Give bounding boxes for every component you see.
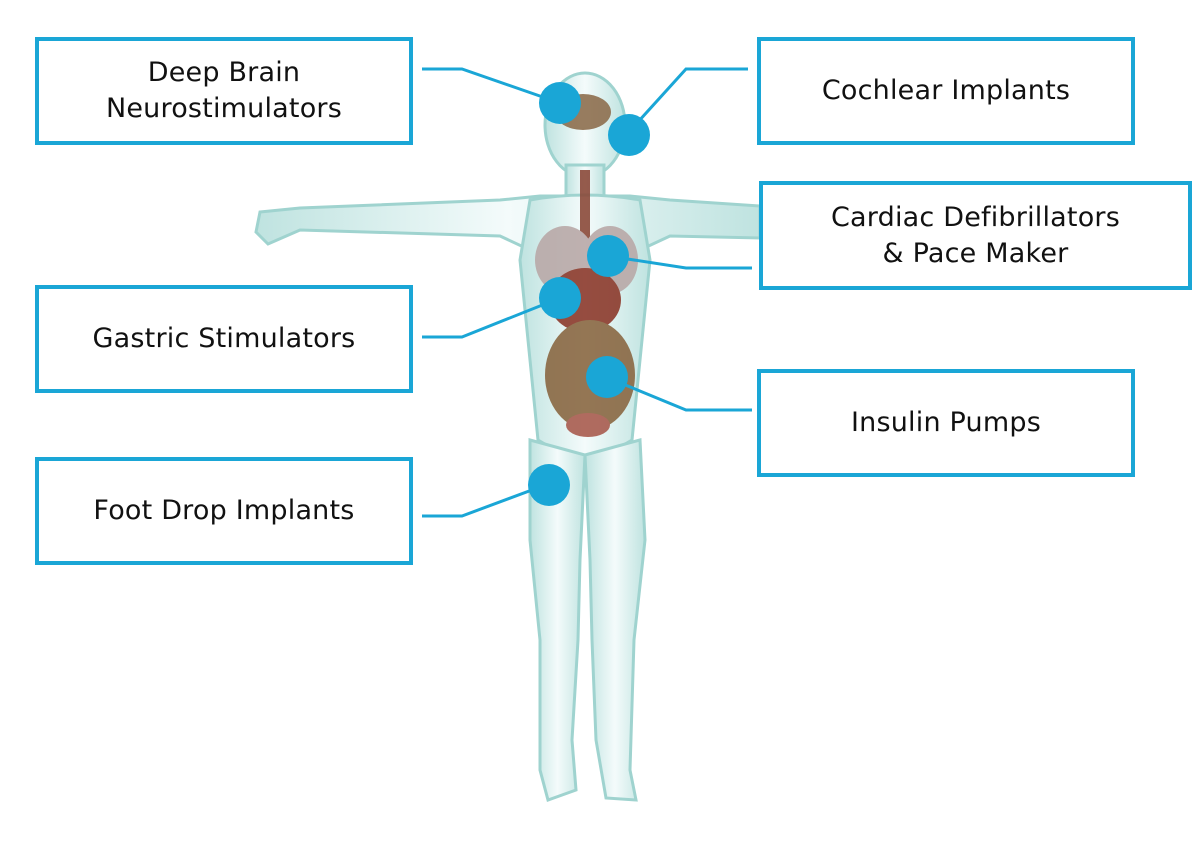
body-silhouette (254, 71, 762, 802)
marker-gastric (539, 277, 581, 319)
marker-insulin (586, 356, 628, 398)
connector-gastric (422, 296, 561, 339)
label-deep-brain-neurostimulators: Deep Brain Neurostimulators (35, 37, 413, 145)
label-text: Foot Drop Implants (93, 495, 355, 526)
label-foot-drop-implants: Foot Drop Implants (35, 457, 413, 565)
label-text: Insulin Pumps (851, 407, 1041, 438)
label-text: Cochlear Implants (821, 75, 1071, 106)
implant-markers (528, 82, 650, 506)
connector-deep-brain (422, 67, 561, 105)
connector-cardiac (607, 254, 752, 270)
connector-foot-drop (422, 482, 549, 518)
connector-insulin (605, 375, 752, 412)
marker-foot-drop (528, 464, 570, 506)
marker-cochlear (608, 114, 650, 156)
label-text: Deep Brain Neurostimulators (105, 57, 343, 124)
connector-lines (422, 67, 752, 518)
label-text: Cardiac Defibrillators & Pace Maker (830, 201, 1120, 269)
label-cardiac-defibrillators: Cardiac Defibrillators & Pace Maker (759, 181, 1192, 290)
label-text: Gastric Stimulators (92, 323, 356, 354)
marker-deep-brain (539, 82, 581, 124)
connector-cochlear (626, 67, 748, 135)
label-cochlear-implants: Cochlear Implants (757, 37, 1135, 145)
marker-cardiac (587, 235, 629, 277)
label-gastric-stimulators: Gastric Stimulators (35, 285, 413, 393)
label-insulin-pumps: Insulin Pumps (757, 369, 1135, 477)
